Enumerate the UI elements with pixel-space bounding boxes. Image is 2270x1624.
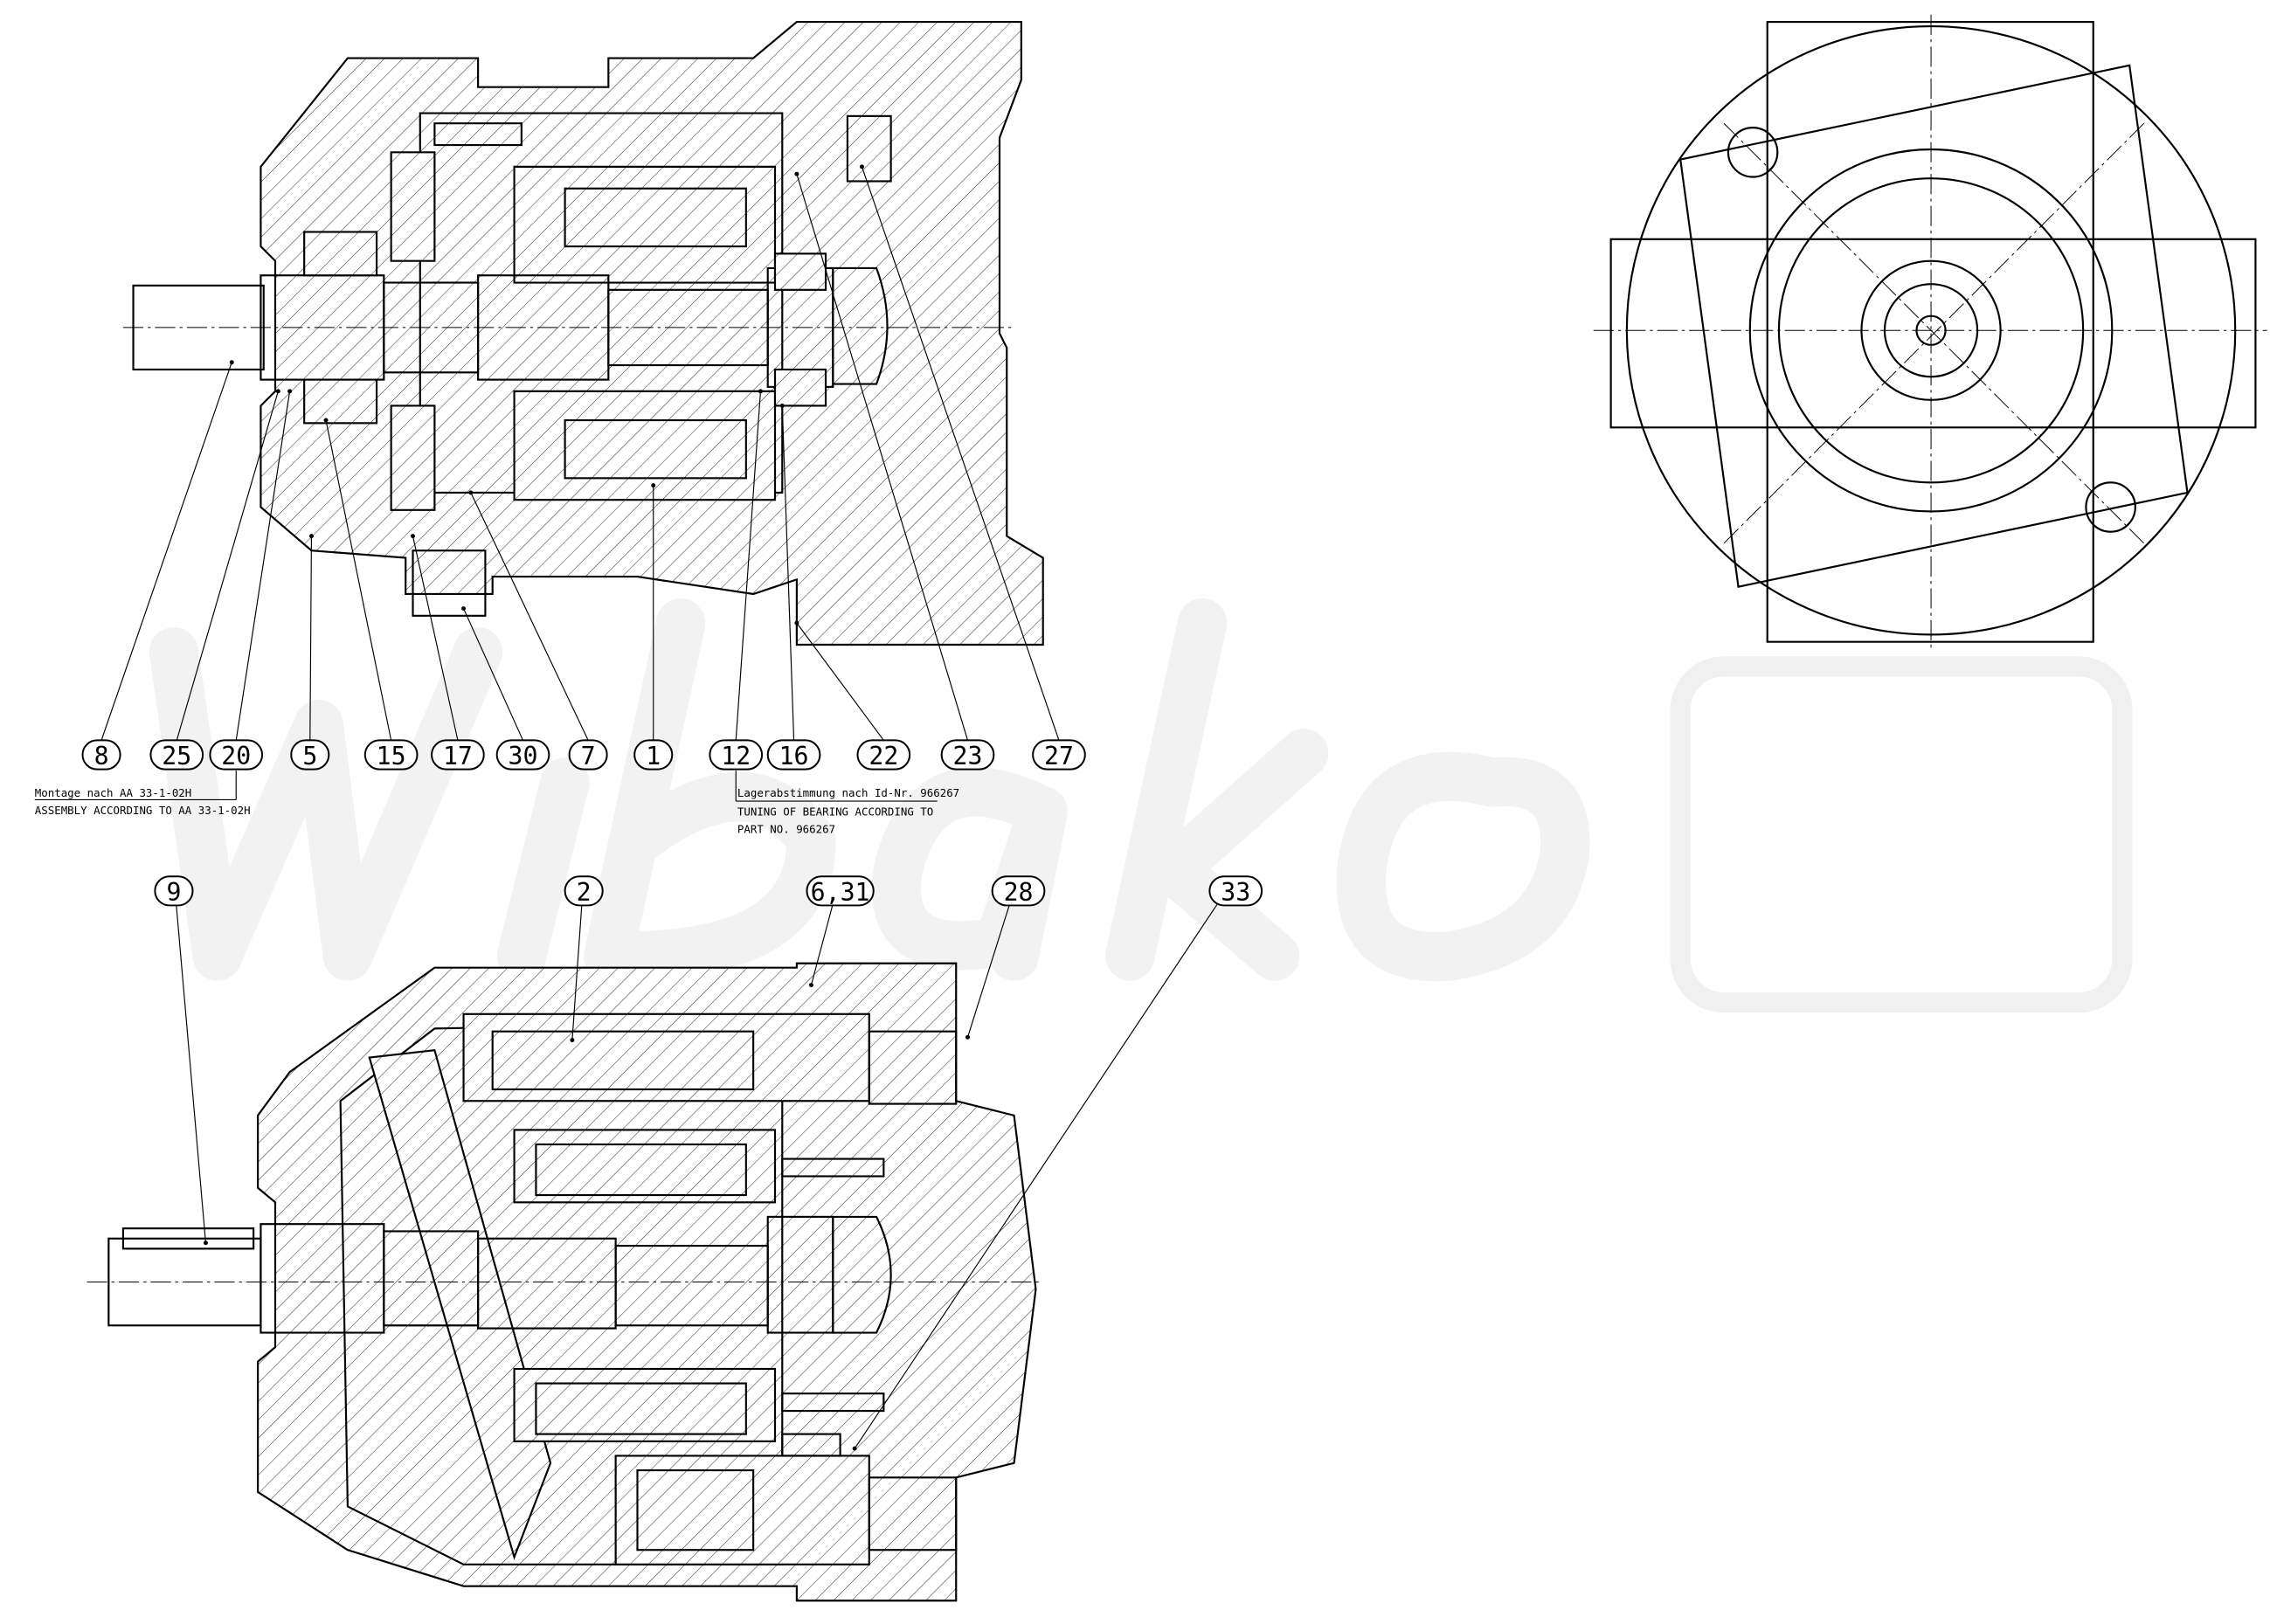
balloon-label: 25 [162, 742, 191, 771]
balloon [564, 875, 604, 907]
leader-line [325, 419, 392, 741]
balloon [940, 739, 995, 771]
leader-dot [859, 164, 864, 169]
balloon [290, 739, 330, 771]
bearing-note-en-1: TUNING OF BEARING ACCORDING TO [737, 805, 933, 819]
leader-dot [411, 534, 416, 539]
leader-dot [468, 490, 474, 495]
leader-dot [203, 1240, 208, 1246]
top-section-view [122, 21, 1044, 646]
watermark-logo [149, 598, 2133, 1013]
balloon [154, 875, 194, 907]
balloon-label: 27 [1044, 742, 1074, 771]
bearing-note: Lagerabstimmung nach Id-Nr. 966267 TUNIN… [735, 771, 959, 836]
balloon [709, 739, 764, 771]
balloon-label: 6,31 [811, 878, 870, 907]
leader-line [854, 875, 1236, 1449]
balloon-label: 12 [721, 742, 751, 771]
leader-dot [287, 389, 293, 394]
leader-dot [229, 360, 234, 365]
leader-line [796, 174, 969, 741]
balloon-label: 20 [221, 742, 251, 771]
balloon [431, 739, 485, 771]
balloon-label: 2 [577, 878, 592, 907]
leader-line [463, 608, 524, 741]
leader-dot [651, 483, 656, 488]
leader-dot [794, 620, 799, 625]
leader-dot [758, 389, 763, 394]
leader-dot [275, 389, 280, 394]
leader-dot [323, 418, 329, 423]
balloon [991, 875, 1046, 907]
end-view [1593, 14, 2267, 653]
balloon [568, 739, 608, 771]
leader-dot [570, 1038, 575, 1043]
assembly-note: Montage nach AA 33-1-02H ASSEMBLY ACCORD… [34, 771, 251, 817]
balloon [633, 739, 674, 771]
balloon [766, 739, 821, 771]
leader-line [412, 536, 459, 741]
bearing-note-de: Lagerabstimmung nach Id-Nr. 966267 [737, 786, 959, 799]
balloon [1032, 739, 1086, 771]
balloon [363, 739, 419, 771]
bottom-section-view [87, 962, 1043, 1602]
balloon-label: 9 [166, 878, 181, 907]
leader-dot [852, 1446, 857, 1451]
balloon-label: 8 [94, 742, 109, 771]
assembly-note-de: Montage nach AA 33-1-02H [35, 786, 191, 799]
balloon [806, 875, 875, 907]
balloon-label: 16 [779, 742, 809, 771]
leader-dot [794, 171, 799, 176]
leader-line [861, 166, 1060, 741]
leader-line [235, 390, 291, 741]
balloon-label: 30 [509, 742, 538, 771]
leader-line [176, 390, 279, 741]
balloon [1208, 875, 1263, 907]
assembly-note-en: ASSEMBLY ACCORDING TO AA 33-1-02H [35, 804, 251, 817]
leader-dot [308, 534, 314, 539]
leader-line [781, 405, 795, 741]
leader-dot [779, 403, 785, 408]
balloon-label: 5 [302, 742, 317, 771]
balloon-label: 1 [646, 742, 661, 771]
balloon-label: 33 [1221, 878, 1250, 907]
balloon-label: 17 [443, 742, 473, 771]
balloon [495, 739, 550, 771]
balloon-label: 15 [377, 742, 406, 771]
leader-line [735, 390, 762, 741]
balloon-label: 7 [581, 742, 596, 771]
leader-dot [461, 606, 467, 612]
balloon [209, 739, 264, 771]
balloon [81, 739, 121, 771]
leader-line [470, 492, 589, 741]
balloon-label: 22 [869, 742, 898, 771]
leader-line [309, 536, 313, 741]
leader-dot [808, 983, 813, 988]
bearing-note-en-2: PART NO. 966267 [737, 823, 835, 836]
balloon-label: 23 [953, 742, 983, 771]
item-balloons: 8 25 20 5 15 17 30 7 1 12 16 22 23 27 9 2 6,31 28 33 [81, 164, 1263, 1451]
balloon [856, 739, 911, 771]
leader-dot [965, 1034, 970, 1040]
leader-line [173, 876, 207, 1243]
balloon-label: 28 [1004, 878, 1034, 907]
balloon [149, 739, 204, 771]
leader-line [100, 362, 232, 741]
leader-line [796, 622, 884, 741]
